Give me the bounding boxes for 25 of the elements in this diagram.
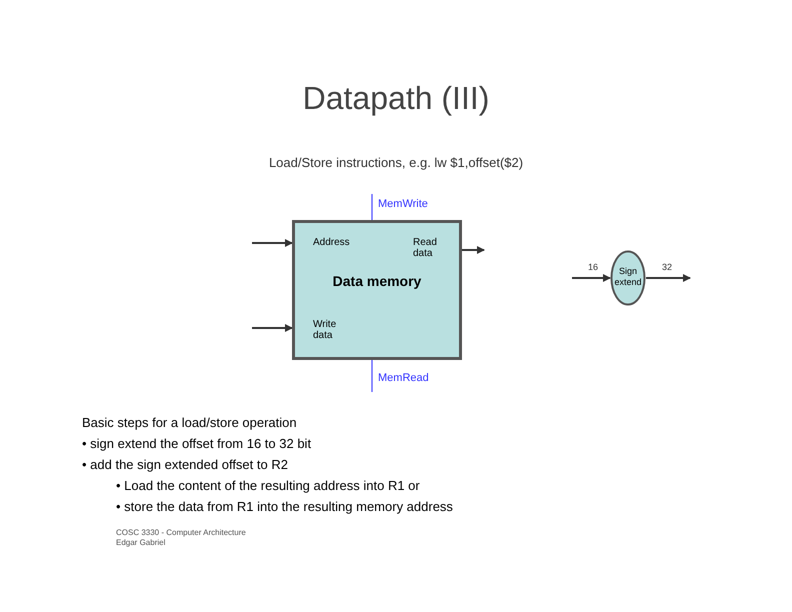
arrow — [252, 324, 293, 332]
edge-label: 16 — [588, 262, 598, 272]
port-label: Address — [313, 237, 350, 248]
port-label: Write data — [313, 319, 338, 341]
arrow — [572, 274, 611, 282]
sign-extend-unit — [610, 250, 646, 306]
bullet-item: • Load the content of the resulting address into R1 or — [116, 478, 420, 493]
footer-text: COSC 3330 - Computer Architecture — [116, 528, 246, 537]
bullet-item: • store the data from R1 into the resulting memory address — [116, 499, 453, 514]
port-label: Read data — [413, 237, 438, 259]
block-title: Data memory — [332, 273, 422, 289]
text-line: Basic steps for a load/store operation — [82, 415, 297, 430]
bullet-item: • sign extend the offset from 16 to 32 bit — [82, 436, 312, 451]
arrow — [252, 239, 293, 247]
arrow — [646, 274, 691, 282]
arrow — [462, 246, 485, 254]
subtitle: Load/Store instructions, e.g. lw $1,offset($2) — [268, 155, 524, 170]
memory-block — [292, 220, 462, 360]
edge-label: MemWrite — [378, 198, 428, 210]
edge-label: 32 — [662, 262, 672, 272]
edge-label: MemRead — [378, 372, 429, 384]
bullet-item: • add the sign extended offset to R2 — [82, 457, 288, 472]
unit-label: Sign extend — [614, 266, 642, 288]
slide-title: Datapath (III) — [302, 80, 490, 117]
footer-text: Edgar Gabriel — [116, 538, 166, 547]
